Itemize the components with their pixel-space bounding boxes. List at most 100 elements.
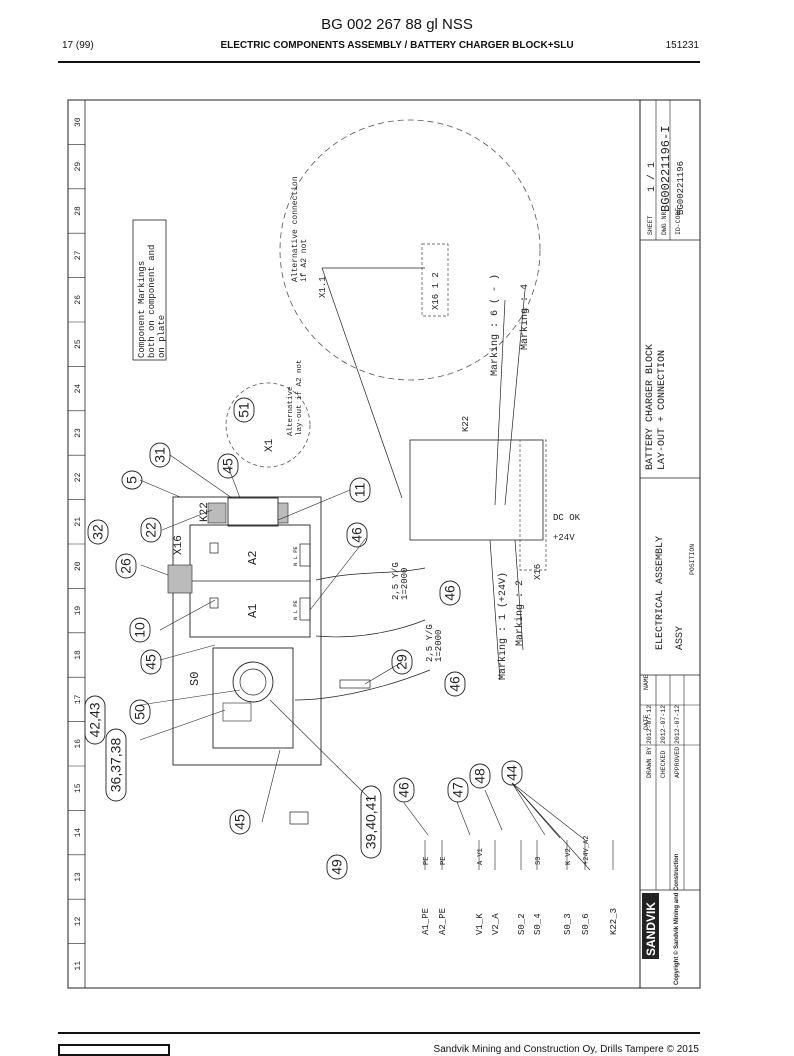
wire-label-b: 2,5 Y/G xyxy=(425,624,435,662)
grid-number: 27 xyxy=(74,250,83,260)
callout-number: 46 xyxy=(447,676,463,692)
grid-number: 20 xyxy=(74,561,83,571)
x16-schematic-box xyxy=(519,439,547,571)
s0-label: S0 xyxy=(188,672,202,686)
idcode-label: ID-CODE xyxy=(675,208,682,235)
doc-code: BG 002 267 88 gl NSS xyxy=(321,16,473,33)
markings-line-2: both on component and xyxy=(147,245,157,358)
callout-number: 50 xyxy=(132,704,148,720)
grid-number: 11 xyxy=(74,961,83,971)
callout-number: 46 xyxy=(396,782,412,798)
grid-number: 22 xyxy=(74,472,83,482)
title-main: ELECTRICAL ASSEMBLY xyxy=(655,536,666,650)
callout-number: 48 xyxy=(472,768,488,784)
schematic-box xyxy=(409,439,544,541)
grid-number: 15 xyxy=(74,783,83,793)
callout-bubble xyxy=(326,854,348,880)
callout-number: 32 xyxy=(90,524,106,540)
callout-bubble xyxy=(393,777,415,803)
a1-label: A1 xyxy=(246,604,260,618)
grid-number: 18 xyxy=(74,650,83,660)
callout-number: 5 xyxy=(124,476,140,484)
markings-line-3: on plate xyxy=(157,315,167,358)
x16-detail-box xyxy=(421,243,449,317)
grid-number: 12 xyxy=(74,916,83,926)
page-number: 17 (99) xyxy=(62,40,94,51)
k22-relay xyxy=(227,497,279,527)
x16-terminal-label: X16 1 2 xyxy=(431,272,441,310)
drawn-by-label: DRAWN BY xyxy=(646,747,653,778)
description-2: LAY-OUT + CONNECTION xyxy=(657,350,668,470)
callout-bubble xyxy=(140,517,162,543)
marking-2-label: Marking : 2 xyxy=(514,580,526,646)
callout-bubble xyxy=(229,809,251,835)
marking-6-label: Marking : 6 ( - ) xyxy=(489,274,501,376)
k22-label: K22 xyxy=(199,502,211,522)
callout-bubble xyxy=(444,671,466,697)
detail-circle-large xyxy=(279,119,541,381)
callout-number: 45 xyxy=(143,654,159,670)
callout-bubble xyxy=(140,649,162,675)
footer-company: Sandvik Mining and Construction Oy, Dril… xyxy=(433,1044,699,1055)
position-label: POSITION xyxy=(689,544,696,575)
callout-number: 44 xyxy=(504,765,520,781)
grid-number: 21 xyxy=(74,517,83,527)
callout-number: 10 xyxy=(132,622,148,638)
sheet-label: SHEET xyxy=(647,215,654,235)
callout-bubble xyxy=(105,728,127,802)
header-rule xyxy=(58,61,700,63)
grid-number: 23 xyxy=(74,428,83,438)
callout-bubble xyxy=(233,397,255,423)
wire-list-end: K V2 xyxy=(565,848,573,865)
wire-list-item: S0_6 xyxy=(581,913,591,935)
doc-number: 151231 xyxy=(665,40,699,51)
markings-line-1: Component Markings xyxy=(137,261,147,358)
wire-list-item: V1_K xyxy=(475,913,485,935)
wire-label-a: 2,5 Y/G xyxy=(391,562,401,600)
callout-bubble xyxy=(469,763,491,789)
wire-list-end: +24V_A2 xyxy=(583,836,591,865)
footer-logo xyxy=(58,1044,170,1056)
grid-number: 16 xyxy=(74,739,83,749)
grid-number: 25 xyxy=(74,339,83,349)
component-markings-box xyxy=(132,219,167,361)
grid-number: 30 xyxy=(74,117,83,127)
grid-number: 17 xyxy=(74,694,83,704)
callout-number: 51 xyxy=(236,402,252,418)
alt-layout-line-2: lay-out if A2 not xyxy=(296,359,304,436)
main-switch-s0 xyxy=(212,647,294,749)
wire-list-end: S0 xyxy=(535,857,543,865)
base-plate xyxy=(172,496,322,766)
callout-number: 11 xyxy=(352,483,368,498)
callout-number: 49 xyxy=(329,859,345,875)
wire-list-item: S0_4 xyxy=(533,913,543,935)
sandvik-logo xyxy=(642,893,659,959)
x1-label: X1 xyxy=(264,438,276,452)
grid-number: 28 xyxy=(74,206,83,216)
alt-layout-line-1: Alternative xyxy=(287,386,295,436)
marking-1-label: Marking : 1 (+24V) xyxy=(497,572,509,680)
wire-list-end: A V1 xyxy=(477,848,485,865)
terminal-block-26 xyxy=(167,564,193,594)
callout-number: 36,37,38 xyxy=(108,738,124,793)
callout-number: 46 xyxy=(349,527,365,543)
grid-number: 24 xyxy=(74,384,83,394)
sandvik-logo-text: SANDVIK xyxy=(644,902,658,956)
grid-number: 19 xyxy=(74,606,83,616)
name-label: NAME xyxy=(643,674,650,690)
callout-number: 45 xyxy=(220,458,236,474)
a2-label: A2 xyxy=(246,551,260,565)
callout-number: 39,40,41 xyxy=(363,795,379,850)
callout-bubble xyxy=(439,580,461,606)
callout-bubble xyxy=(87,519,109,545)
callout-bubble xyxy=(115,553,137,579)
switch-knob xyxy=(232,661,274,703)
description-1: BATTERY CHARGER BLOCK xyxy=(645,344,656,470)
wire-length-a: 1=2000 xyxy=(400,568,410,600)
grid-number: 13 xyxy=(74,872,83,882)
callout-number: 47 xyxy=(450,782,466,798)
wire-list-item: A2_PE xyxy=(438,908,448,935)
